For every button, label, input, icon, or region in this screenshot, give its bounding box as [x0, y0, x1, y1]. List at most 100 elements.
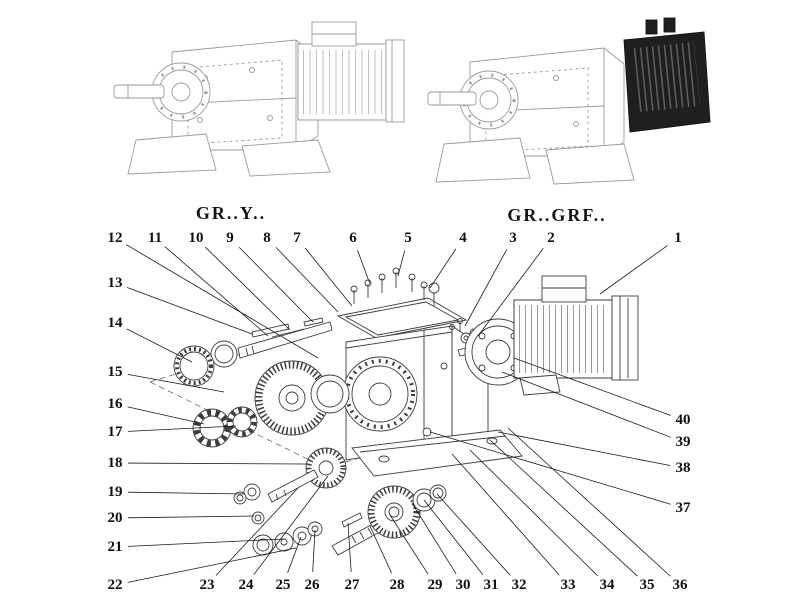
callout-1: 1 [674, 230, 682, 246]
callout-29: 29 [428, 577, 443, 593]
callout-6: 6 [349, 230, 357, 246]
leader-line-21 [127, 538, 285, 547]
leader-line-24 [253, 475, 329, 575]
callout-28: 28 [390, 577, 405, 593]
mounting-foot [241, 139, 331, 177]
output-shaft-stub [427, 91, 477, 106]
leader-line-33 [451, 453, 560, 576]
callout-38: 38 [676, 460, 691, 476]
callout-35: 35 [640, 577, 655, 593]
gears [254, 360, 350, 489]
callout-8: 8 [263, 230, 271, 246]
mounting-foot [127, 133, 217, 175]
callout-16: 16 [108, 396, 124, 412]
leader-line-22 [127, 547, 297, 583]
leader-lines [125, 244, 672, 583]
leader-line-17 [127, 425, 237, 432]
leader-line-11 [164, 246, 269, 337]
callout-34: 34 [600, 577, 616, 593]
leader-line-26 [312, 529, 316, 573]
leader-line-10 [205, 246, 291, 331]
callout-23: 23 [200, 577, 215, 593]
leader-line-20 [127, 515, 255, 519]
seal-and-rings [173, 340, 265, 525]
output-key [341, 512, 363, 528]
callout-12: 12 [108, 230, 123, 246]
callout-7: 7 [293, 230, 301, 246]
callout-40: 40 [676, 412, 691, 428]
shaft-keys [251, 317, 324, 338]
output-shaft [331, 485, 421, 556]
mounting-base [351, 429, 523, 477]
leader-line-13 [127, 287, 253, 335]
callout-39: 39 [676, 434, 691, 450]
callout-22: 22 [108, 577, 123, 593]
assembled-view-gr-grf [427, 17, 711, 185]
leader-line-19 [127, 491, 245, 495]
callout-30: 30 [456, 577, 471, 593]
leader-line-4 [429, 248, 457, 289]
callout-2: 2 [547, 230, 555, 246]
leader-line-7 [304, 247, 353, 307]
fin-lines [633, 42, 701, 112]
callout-20: 20 [108, 510, 123, 526]
eye-bolt [428, 282, 440, 306]
leader-line-6 [357, 250, 371, 285]
callout-9: 9 [226, 230, 234, 246]
mounting-foot [545, 143, 635, 185]
assembled-view-gr-y [113, 21, 405, 177]
output-rings [252, 484, 447, 556]
callout-25: 25 [276, 577, 291, 593]
leader-line-1 [599, 245, 668, 295]
callout-11: 11 [148, 230, 162, 246]
leader-line-30 [411, 502, 457, 575]
callout-13: 13 [108, 275, 123, 291]
callout-15: 15 [108, 364, 123, 380]
leader-line-39 [501, 371, 672, 438]
leader-line-38 [497, 431, 671, 466]
variant-label-gr-grf: GR..GRF.. [507, 205, 606, 225]
leader-line-14 [126, 328, 193, 363]
motor-assembly [449, 275, 639, 396]
callout-17: 17 [108, 424, 124, 440]
callout-36: 36 [673, 577, 689, 593]
output-shaft-stub [113, 84, 165, 99]
leader-line-3 [464, 249, 508, 327]
leader-line-36 [507, 427, 671, 577]
leader-line-23 [215, 487, 299, 576]
callout-21: 21 [108, 539, 123, 555]
leader-line-37 [429, 431, 671, 505]
leader-line-16 [127, 406, 205, 425]
callout-31: 31 [484, 577, 499, 593]
callout-5: 5 [404, 230, 412, 246]
terminal-box [541, 275, 587, 303]
leader-line-28 [369, 525, 392, 574]
leader-line-40 [513, 357, 671, 416]
leader-line-9 [238, 246, 314, 323]
cover-bolts [350, 267, 428, 304]
leader-line-2 [477, 248, 544, 337]
callout-33: 33 [561, 577, 576, 593]
leader-line-32 [436, 493, 511, 576]
callout-18: 18 [108, 455, 123, 471]
callout-24: 24 [239, 577, 255, 593]
leader-line-15 [127, 373, 225, 393]
bearings [192, 406, 258, 448]
input-shaft [237, 321, 333, 359]
leader-line-25 [287, 536, 302, 573]
leader-line-12 [125, 244, 319, 359]
leader-line-31 [423, 499, 484, 576]
callout-19: 19 [108, 484, 123, 500]
leader-line-34 [469, 449, 599, 577]
motor-foot [519, 374, 561, 396]
motor-fan-cover [385, 39, 405, 123]
callout-3: 3 [509, 230, 517, 246]
exploded-view [173, 267, 639, 556]
callout-26: 26 [305, 577, 321, 593]
drain-plug [422, 427, 432, 437]
callout-14: 14 [108, 315, 124, 331]
leader-line-18 [127, 462, 307, 465]
